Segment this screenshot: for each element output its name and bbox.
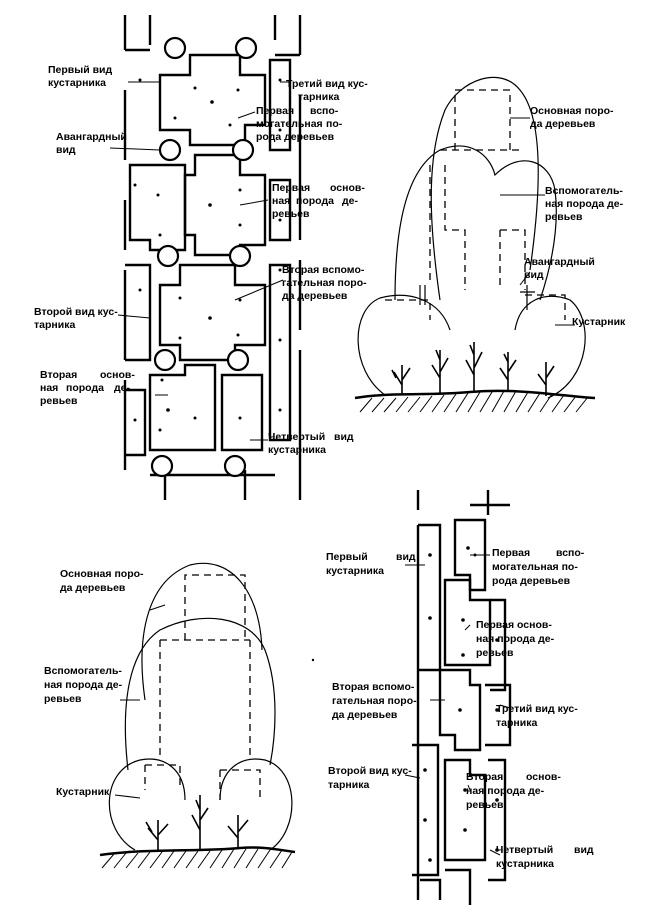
label-third-shrub: Третий вид кус- тарника <box>286 78 371 103</box>
shrub-plan-3b <box>268 178 292 242</box>
label-second-shrub: Второй вид кус- тарника <box>34 306 121 331</box>
label-second-aux-tree: Вторая вспомо- гательная поро- да деревь… <box>282 264 370 302</box>
shrub-plan-4 <box>488 758 507 882</box>
label-shrub: Кустарник <box>56 786 110 798</box>
top-edge-outline <box>125 15 300 57</box>
avant-circle <box>156 244 180 268</box>
label-aux-tree: Вспомогатель- ная порода де- ревьев <box>545 185 626 223</box>
shrub-plan-4 <box>268 263 292 442</box>
avant-circle <box>234 36 258 60</box>
trunk-dashed-main <box>184 574 246 640</box>
crown-plan-aux-2 <box>438 668 482 752</box>
crown-plan-aux-2 <box>158 263 267 362</box>
label-first-main-tree: Первая основ- ная порода де- ревьев <box>272 182 368 220</box>
avant-circle <box>153 348 177 372</box>
label-first-aux-tree: Первая вспо- могательная по- рода деревь… <box>256 105 345 143</box>
avant-circle <box>226 348 250 372</box>
crown-outline-shrub-right <box>219 758 293 851</box>
crown-outline-shrub-left <box>108 758 186 851</box>
section-diagram-top-right: Основная поро- да деревьев Вспомогатель-… <box>354 76 626 413</box>
crown-plan-aux-1 <box>158 53 267 147</box>
shrub-plan-3 <box>268 58 292 152</box>
label-first-aux-tree: Первая вспо- могательная по- рода деревь… <box>492 547 587 587</box>
plant-dots <box>423 546 499 862</box>
label-aux-tree: Вспомогатель- ная порода де- ревьев <box>44 665 125 705</box>
avant-circle <box>228 244 252 268</box>
label-second-aux-tree: Вторая вспомо- гательная поро- да деревь… <box>332 681 420 721</box>
avant-circle <box>150 454 174 478</box>
label-main-tree: Основная поро- да деревьев <box>60 568 146 594</box>
label-second-main-tree: Вторая основ- ная порода де- ревьев <box>40 369 138 407</box>
crown-outline-main <box>430 76 539 301</box>
label-fourth-shrub: Четвертый вид кустарника <box>268 431 357 456</box>
avant-circle <box>223 454 247 478</box>
trunk-dashed-shrub <box>385 294 566 320</box>
shrub-plan-3b <box>485 683 512 747</box>
crown-plan-main-1 <box>128 163 187 252</box>
label-second-shrub: Второй вид кус- тарника <box>328 765 415 791</box>
trunk-dashed-aux-right <box>499 229 526 290</box>
top-outline <box>470 490 510 515</box>
crown-outline-shrub-right <box>514 295 586 399</box>
label-shrub: Кустарник <box>572 316 626 328</box>
shrub-plan-1 <box>418 523 442 672</box>
label-second-main-tree: Вторая основ- ная порода де- ревьев <box>466 771 564 811</box>
ground-hatching <box>359 390 589 413</box>
label-first-shrub: Первый вид кустарника <box>48 64 115 89</box>
ground-line <box>354 389 596 400</box>
left-column-outline <box>416 490 442 900</box>
avant-circle <box>231 138 255 162</box>
trunk-dashed-aux <box>159 639 251 760</box>
label-fourth-shrub: Четвертый вид кустарника <box>496 844 597 870</box>
plan-diagram-bottom-right: Первый вид кустарника Первая вспо- могат… <box>326 490 597 905</box>
shrub-plan-2 <box>412 743 440 877</box>
shrub-plants <box>145 795 249 852</box>
label-first-main-tree: Первая основ- ная порода де- ревьев <box>476 619 557 659</box>
shrub-plan-3 <box>490 598 507 692</box>
label-avant-garde: Авангардный вид <box>56 131 130 156</box>
crown-plan-main-2 <box>148 363 217 452</box>
trunk-dashed-aux <box>429 149 520 290</box>
shrub-plan-2b <box>125 388 147 457</box>
speck <box>311 658 315 662</box>
crown-plan-main-2b <box>220 373 264 452</box>
crown-outline-aux <box>394 145 557 301</box>
avant-circle <box>163 36 187 60</box>
section-diagram-bottom-left: Основная поро- да деревьев Вспомогатель-… <box>44 562 296 869</box>
plan-diagram-top-left: Первый вид кустарника Третий вид кус- та… <box>34 15 371 500</box>
label-third-shrub: Третий вид кус- тарника <box>496 703 581 729</box>
crown-plan-main-1b <box>183 153 267 257</box>
crown-outline-aux <box>124 617 276 771</box>
shrub-plants <box>391 342 555 396</box>
crown-plan-main-2 <box>443 758 487 862</box>
plant-dots <box>133 78 282 432</box>
avant-circle <box>158 138 182 162</box>
avant-marks <box>419 285 535 310</box>
shrub-plan-2 <box>125 263 152 362</box>
bottom-outline <box>445 868 472 905</box>
ground-hatching <box>101 848 293 869</box>
ground-line <box>99 846 296 857</box>
label-first-shrub: Первый вид кустарника <box>326 551 419 577</box>
trunk-dashed-shrub <box>144 764 261 800</box>
trunk-dashed-main <box>454 89 511 150</box>
label-main-tree: Основная поро- да деревьев <box>530 105 616 130</box>
label-avant-garde: Авангардный вид <box>524 256 598 281</box>
crown-outline-main <box>141 562 263 701</box>
crown-outline-shrub-left <box>357 294 451 396</box>
